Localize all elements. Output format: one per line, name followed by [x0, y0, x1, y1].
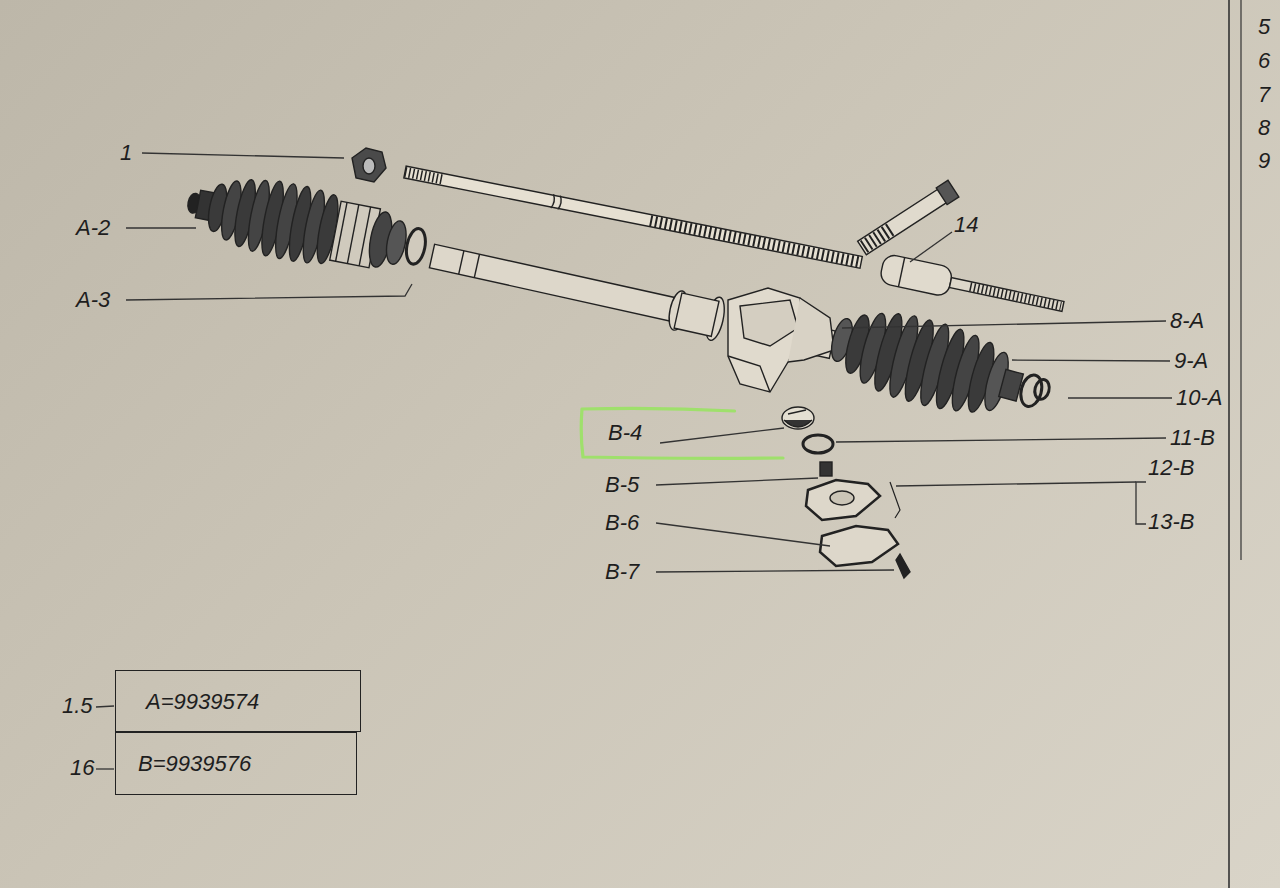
table-cell: B=9939576 — [115, 732, 357, 795]
callout-number: A-2 — [76, 215, 110, 241]
callout-number: 8 — [1258, 115, 1270, 141]
part-code: B=9939576 — [138, 751, 346, 777]
highlight-box: B-4 — [578, 406, 784, 460]
callout-number: 12-B — [1148, 455, 1194, 481]
callout-number: 1.5 — [62, 693, 93, 719]
callout-number: 10-A — [1176, 385, 1222, 411]
callout-number: 1 — [120, 140, 132, 166]
callout-number: 13-B — [1148, 509, 1194, 535]
callout-number: A-3 — [76, 287, 110, 313]
callout-number: 6 — [1258, 48, 1270, 74]
callout-number: 8-A — [1170, 308, 1204, 334]
callout-number: B-7 — [605, 559, 639, 585]
callout-number: 9-A — [1174, 348, 1208, 374]
table-cell: A=9939574 — [115, 670, 361, 732]
callout-number: 5 — [1258, 14, 1270, 40]
callout-number: B-5 — [605, 472, 639, 498]
callout-number: 9 — [1258, 148, 1270, 174]
part-code: A=9939574 — [146, 689, 350, 715]
highlight-stroke — [581, 408, 783, 458]
callout-number: 11-B — [1170, 425, 1215, 451]
callout-number: 14 — [954, 212, 978, 238]
callout-number: 16 — [70, 755, 94, 781]
part-number: B-4 — [608, 420, 774, 446]
callout-number: B-6 — [605, 510, 639, 536]
callout-number: 7 — [1258, 82, 1270, 108]
